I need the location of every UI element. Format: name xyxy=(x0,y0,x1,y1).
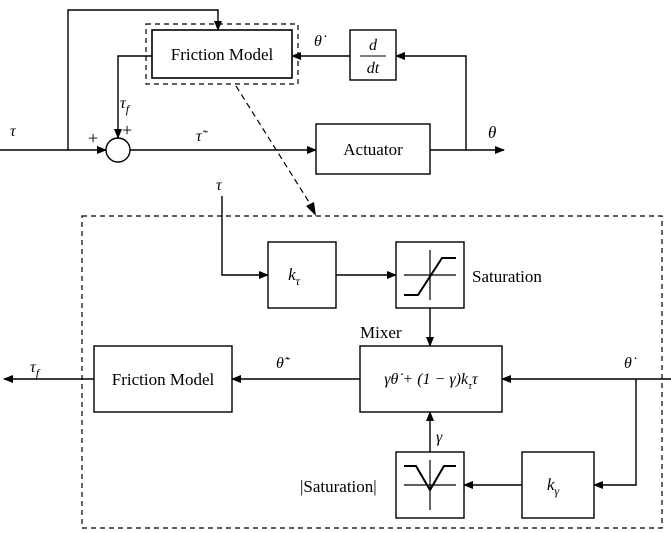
top-input-label: τ xyxy=(10,123,17,140)
saturation-label: Saturation xyxy=(472,267,542,286)
mixer-block xyxy=(359,345,503,413)
abs-saturation-label: |Saturation| xyxy=(300,477,377,496)
mixed-velocity-label: θ̇̃ xyxy=(276,355,291,372)
sum-output-label: τ̃ xyxy=(196,128,209,145)
friction-torque-line xyxy=(114,55,152,139)
theta-feedback-line xyxy=(395,52,467,150)
actuator-label: Actuator xyxy=(343,140,403,159)
zoom-pointer-line xyxy=(235,85,315,211)
velocity-to-kgamma-line xyxy=(593,379,637,489)
plus-top-sign: + xyxy=(122,120,132,140)
gamma-label: γ xyxy=(436,429,443,446)
mixer-formula: γθ̇ + (1 − γ)kττ xyxy=(384,371,479,392)
derivative-block xyxy=(349,29,397,81)
top-velocity-label: θ̇ xyxy=(314,33,327,50)
mixer-label: Mixer xyxy=(360,323,402,342)
detail-friction-model-label: Friction Model xyxy=(112,370,215,389)
tau-input-line xyxy=(221,196,269,279)
friction-torque-label: τf xyxy=(120,95,131,116)
saturation-curve-icon xyxy=(404,257,456,296)
detail-velocity-label: θ̇ xyxy=(624,355,637,372)
friction-model-detail-frame xyxy=(81,215,663,529)
derivative-denominator: dt xyxy=(367,60,380,77)
gain-k-gamma-label: kγ xyxy=(547,475,560,498)
summing-junction xyxy=(105,137,131,163)
detail-output-label: τf xyxy=(30,359,41,380)
gain-k-tau-block xyxy=(267,241,337,309)
derivative-numerator: d xyxy=(369,37,378,54)
abs-saturation-curve-icon xyxy=(404,465,456,492)
top-friction-model-label: Friction Model xyxy=(171,45,274,64)
gain-k-tau-label: kτ xyxy=(288,265,301,288)
detail-input-label: τ xyxy=(216,177,223,194)
zoom-pointer-head xyxy=(306,202,316,216)
theta-output-label: θ xyxy=(488,123,496,142)
plus-left-sign: + xyxy=(88,128,98,148)
input-to-friction-line xyxy=(67,9,222,150)
